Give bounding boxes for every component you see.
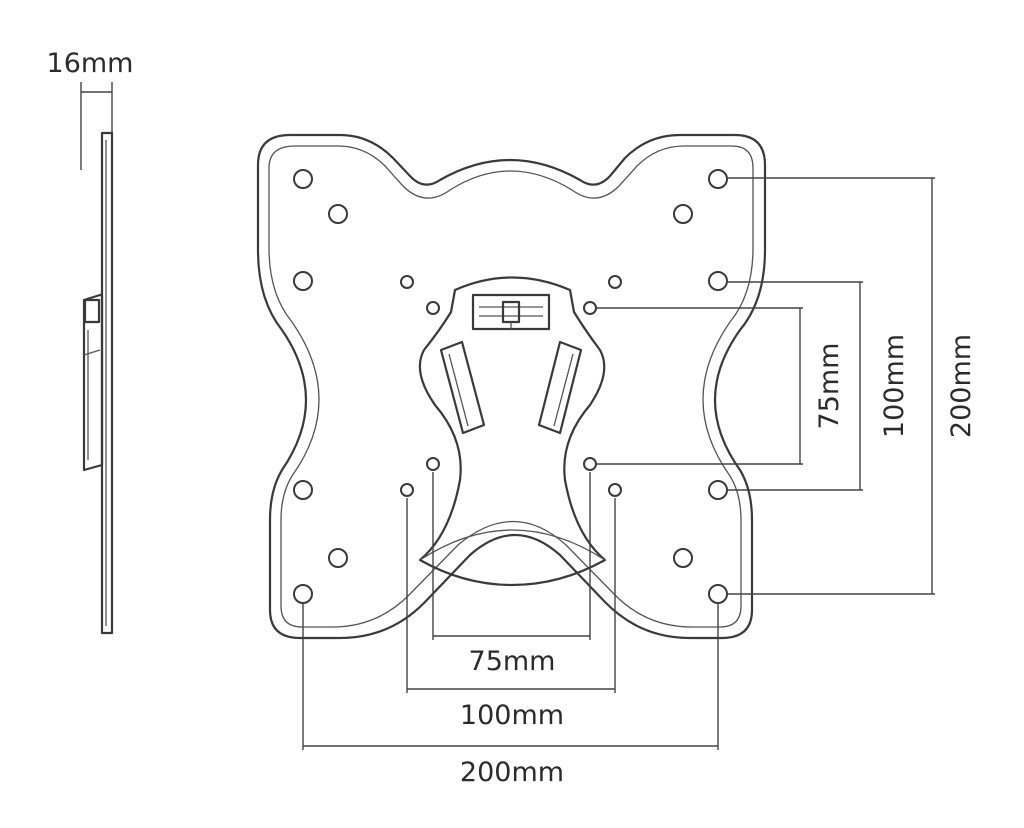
small-hole bbox=[608, 275, 622, 289]
vesa-hole bbox=[293, 584, 313, 604]
vesa-hole bbox=[328, 548, 348, 568]
small-hole bbox=[426, 457, 440, 471]
small-hole bbox=[400, 483, 414, 497]
vesa-hole bbox=[293, 271, 313, 291]
vertical-dimensions: 75mm 100mm 200mm bbox=[597, 177, 977, 595]
left-hook-inner bbox=[448, 353, 469, 427]
left-hook bbox=[439, 340, 486, 435]
right-hook bbox=[537, 340, 583, 435]
v75-label: 75mm bbox=[814, 343, 845, 430]
center-mount-outline bbox=[418, 276, 607, 587]
vesa-hole bbox=[708, 271, 728, 291]
right-hook-inner bbox=[553, 353, 574, 427]
small-hole bbox=[583, 301, 597, 315]
h75-label: 75mm bbox=[469, 646, 556, 677]
vesa-hole bbox=[708, 169, 728, 189]
arm-profile-detail bbox=[83, 349, 101, 356]
vesa-hole bbox=[673, 204, 693, 224]
h200-label: 200mm bbox=[460, 757, 564, 788]
side-thickness-label: 16mm bbox=[47, 48, 134, 79]
plate-outer-outline bbox=[256, 133, 767, 640]
vesa-hole bbox=[708, 480, 728, 500]
vesa-hole bbox=[328, 204, 348, 224]
horizontal-dimensions: 75mm 100mm 200mm bbox=[302, 472, 719, 788]
h100-label: 100mm bbox=[460, 700, 564, 731]
small-hole bbox=[608, 483, 622, 497]
front-plate-view bbox=[256, 133, 767, 640]
plate-inner-outline bbox=[268, 145, 754, 628]
wall-plate-profile bbox=[100, 131, 114, 635]
lock-slider-knob bbox=[501, 300, 521, 324]
lock-clip-profile bbox=[83, 298, 101, 324]
lock-slider bbox=[471, 293, 551, 331]
arm-profile bbox=[82, 293, 104, 472]
vesa-hole bbox=[293, 169, 313, 189]
small-hole bbox=[400, 275, 414, 289]
vesa-hole bbox=[708, 584, 728, 604]
small-hole bbox=[583, 457, 597, 471]
vesa-hole bbox=[673, 548, 693, 568]
center-mount-lower-arc bbox=[419, 529, 606, 561]
small-hole bbox=[426, 301, 440, 315]
side-profile-view: 16mm bbox=[47, 48, 134, 635]
v100-label: 100mm bbox=[879, 334, 910, 438]
v200-label: 200mm bbox=[946, 334, 977, 438]
vesa-hole bbox=[293, 480, 313, 500]
